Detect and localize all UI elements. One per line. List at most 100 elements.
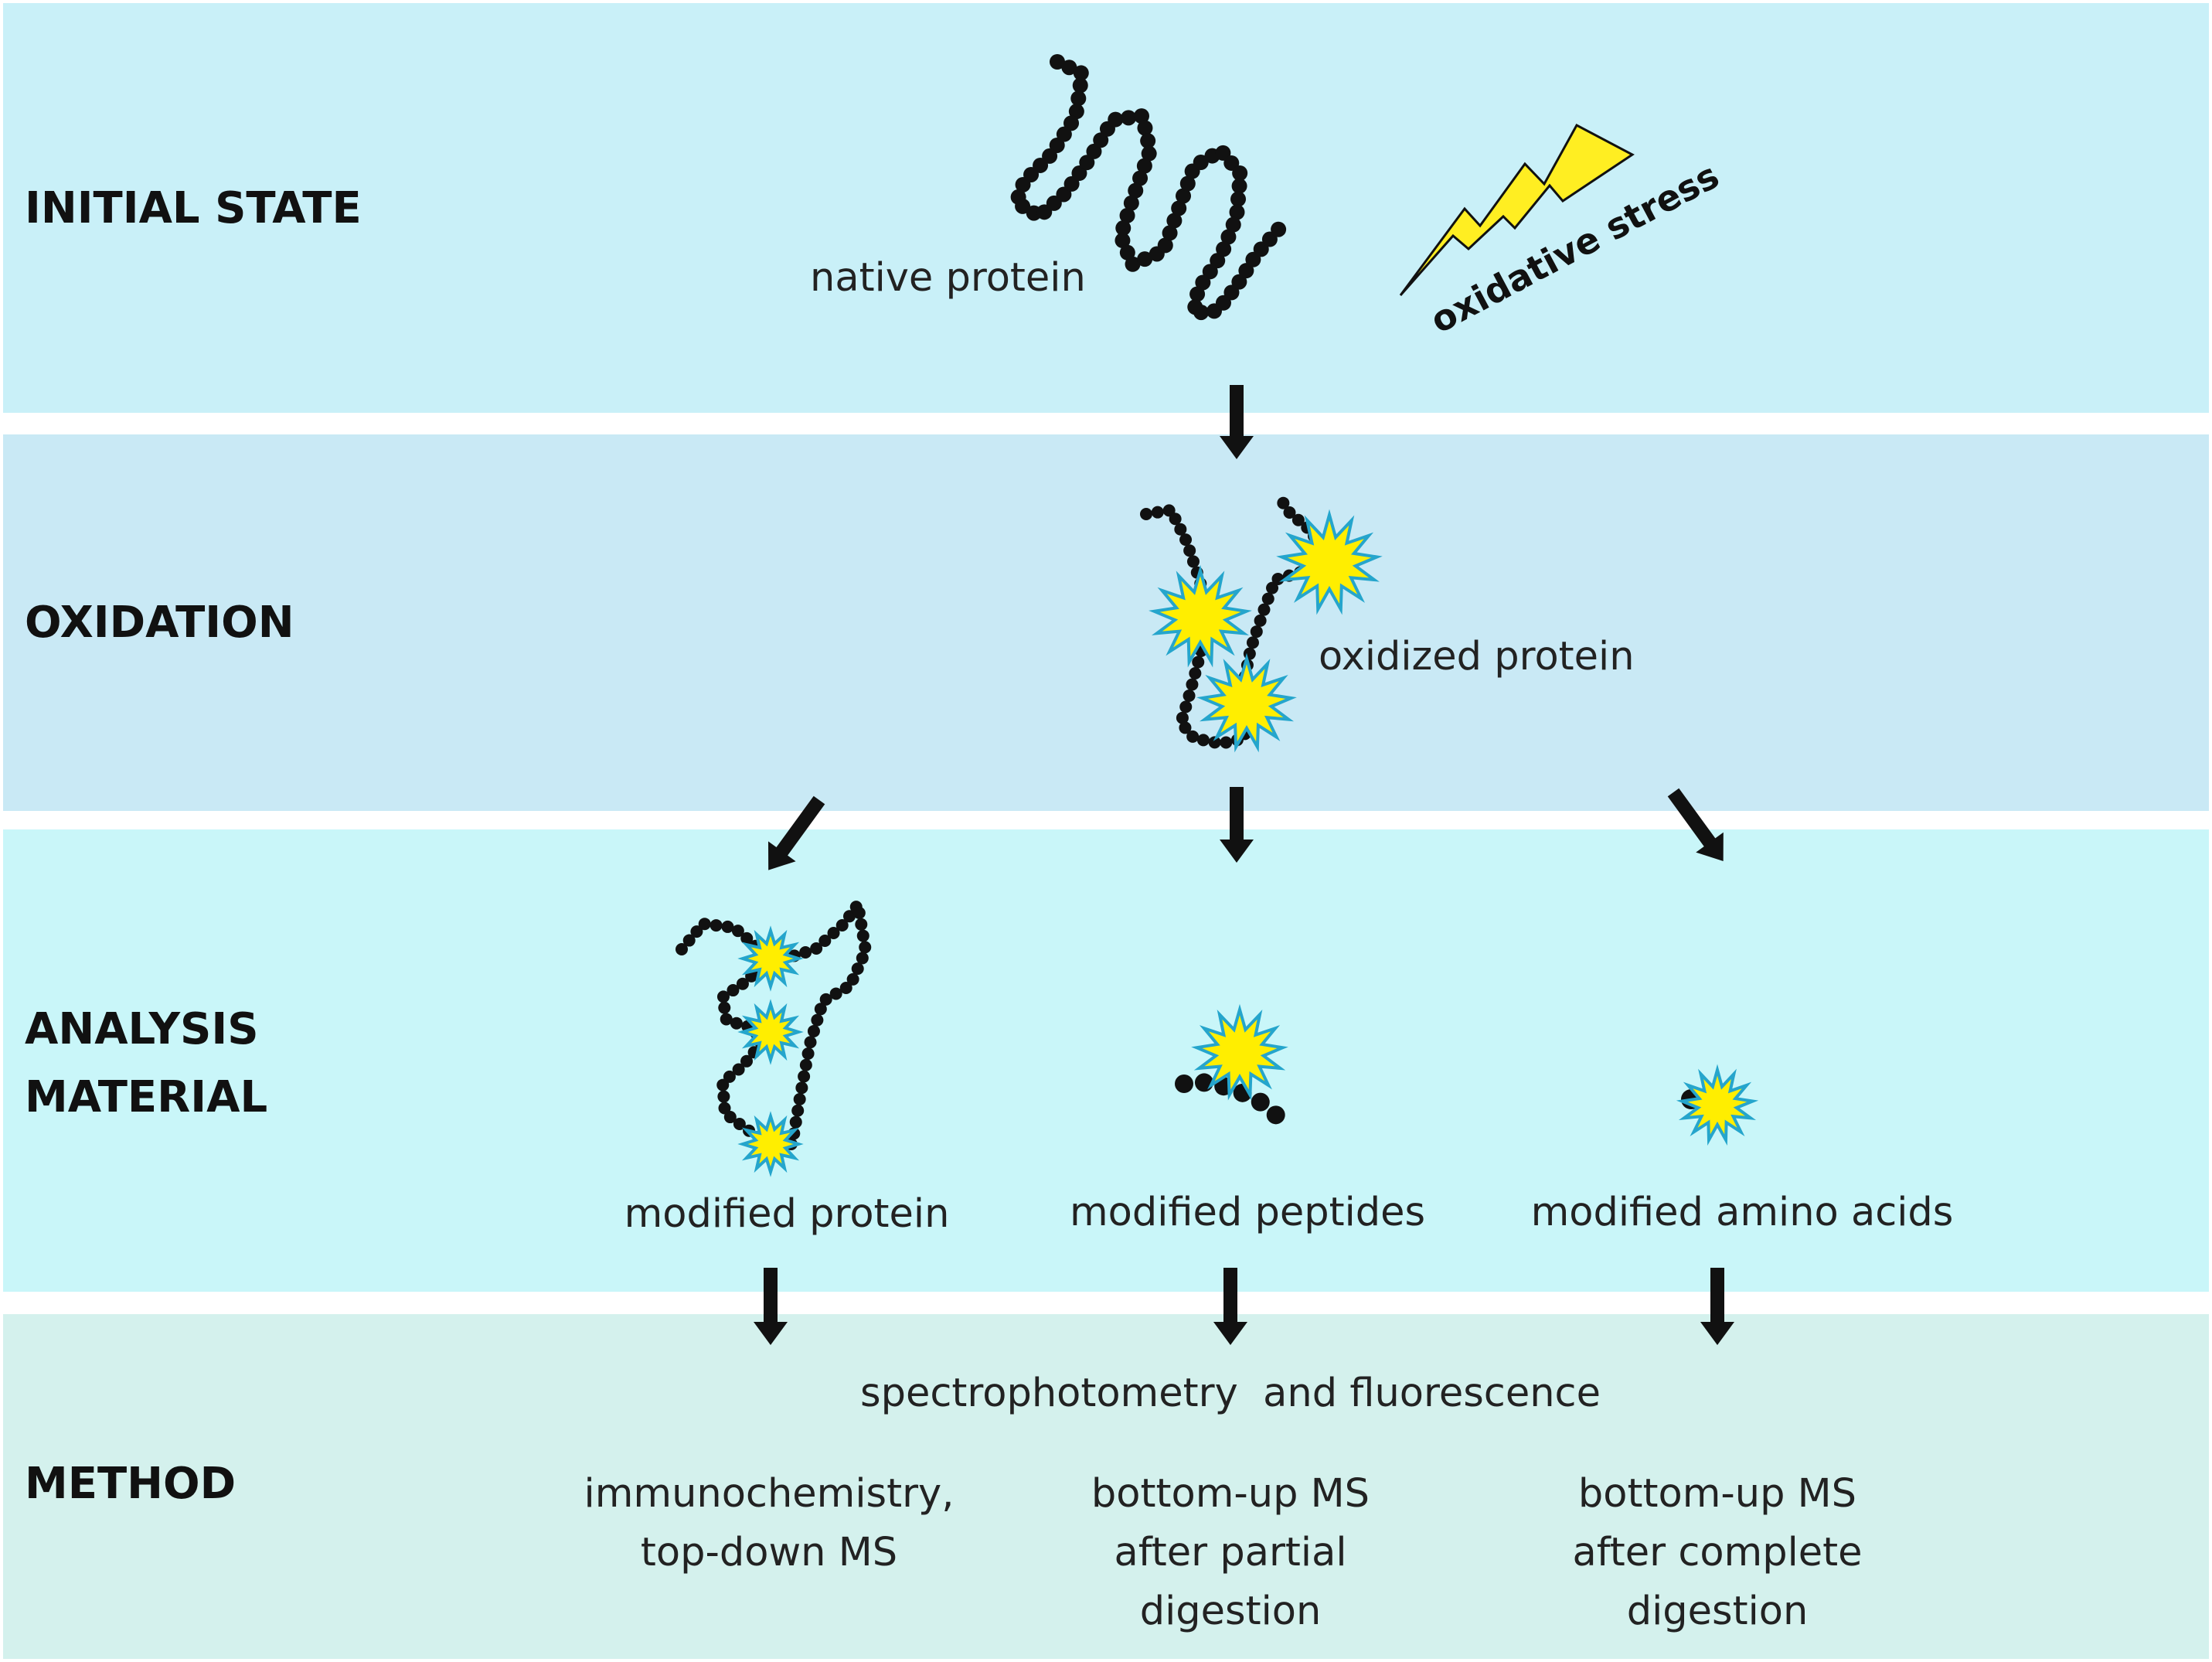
- bead: [1266, 1105, 1285, 1125]
- bead: [1121, 110, 1137, 126]
- bead: [827, 927, 840, 940]
- oxidation-spark-icon: [1196, 652, 1297, 753]
- bead: [1056, 186, 1072, 203]
- bead: [1169, 513, 1182, 526]
- method-partial-digestion: bottom-up MS after partial digestion: [999, 1465, 1462, 1641]
- method-left-line-1: immunochemistry,: [584, 1471, 955, 1517]
- bead: [789, 1115, 802, 1129]
- bead: [1123, 195, 1139, 211]
- bead: [1175, 1075, 1193, 1093]
- method-complete-digestion: bottom-up MS after complete digestion: [1485, 1465, 1949, 1641]
- bead: [1189, 286, 1206, 302]
- bead: [1132, 170, 1149, 186]
- bead: [1115, 233, 1131, 249]
- arrow-down-icon: [1700, 1268, 1734, 1345]
- bead: [807, 1024, 820, 1037]
- oxidation-spark-icon: [1149, 564, 1252, 668]
- bead: [690, 925, 703, 938]
- bead: [818, 934, 832, 947]
- bead: [1231, 178, 1247, 194]
- arrow-down-icon: [1220, 385, 1254, 459]
- modified-amino-acids-label: modified amino acids: [1530, 1190, 1954, 1235]
- spectrophotometry-label: spectrophotometry and fluorescence: [860, 1371, 1601, 1416]
- bead: [1128, 182, 1144, 199]
- bead: [1186, 730, 1200, 743]
- bead: [793, 1092, 806, 1105]
- method-immunochemistry: immunochemistry, top-down MS: [499, 1465, 1040, 1582]
- bead: [1137, 251, 1153, 267]
- bead: [698, 918, 711, 931]
- bead: [1056, 126, 1072, 142]
- bead: [723, 1111, 737, 1124]
- modified-protein-label: modified protein: [624, 1191, 950, 1237]
- bead: [1251, 1092, 1270, 1112]
- method-center-line-2: after partial: [1114, 1530, 1347, 1575]
- bead: [1115, 220, 1132, 237]
- bead: [1271, 572, 1285, 585]
- modification-spark-icon: [1191, 1003, 1288, 1101]
- bead: [1071, 165, 1087, 182]
- bead: [1015, 176, 1031, 192]
- bead: [1072, 77, 1088, 94]
- bead: [1179, 533, 1193, 547]
- bead: [710, 919, 723, 932]
- bead: [1202, 264, 1218, 280]
- bead: [1186, 555, 1200, 568]
- bead: [1183, 689, 1196, 702]
- bead: [1183, 544, 1196, 557]
- bead: [842, 910, 856, 923]
- bead: [1277, 496, 1290, 509]
- bead: [1210, 253, 1226, 269]
- bead: [801, 1047, 815, 1060]
- bead: [852, 906, 866, 919]
- modification-spark-icon: [737, 999, 804, 1065]
- bead: [1291, 513, 1305, 526]
- bead: [718, 1001, 731, 1014]
- bead: [1189, 667, 1202, 680]
- bead: [1119, 207, 1135, 223]
- bead: [1208, 736, 1221, 749]
- bead: [814, 1003, 827, 1016]
- lightning-bolt-icon: [1399, 123, 1635, 296]
- oxidized-protein-label: oxidized protein: [1319, 634, 1635, 679]
- bead: [676, 943, 688, 955]
- modified-peptides-label: modified peptides: [1069, 1190, 1426, 1235]
- bead: [1179, 721, 1192, 734]
- bead: [1231, 274, 1247, 290]
- bead: [1216, 241, 1232, 257]
- arrow-down-left-icon: [768, 795, 825, 870]
- bead: [1179, 700, 1193, 714]
- bead: [1176, 188, 1192, 204]
- bead: [1137, 120, 1153, 136]
- bead: [1246, 636, 1259, 649]
- bead: [1238, 263, 1254, 279]
- bead: [717, 1090, 730, 1103]
- bead: [1261, 592, 1274, 605]
- bead: [1086, 143, 1102, 159]
- band-method: [3, 1314, 2209, 1659]
- bead: [1230, 191, 1247, 207]
- bead: [727, 984, 740, 997]
- bead: [1125, 256, 1141, 272]
- arrow-down-right-icon: [1667, 788, 1724, 861]
- bead: [716, 990, 730, 1003]
- bead: [730, 1017, 743, 1030]
- bead: [1220, 736, 1233, 749]
- bead: [1196, 734, 1210, 747]
- bead: [1157, 237, 1173, 254]
- bead: [799, 1058, 812, 1071]
- bead: [819, 993, 832, 1006]
- bead: [1225, 216, 1241, 233]
- bead: [856, 929, 869, 942]
- arrow-down-icon: [754, 1268, 788, 1345]
- method-right-line-1: bottom-up MS: [1577, 1471, 1857, 1517]
- bead: [1220, 229, 1237, 245]
- bead: [1166, 213, 1183, 229]
- row-label-analysis-material: ANALYSIS MATERIAL: [25, 996, 267, 1132]
- bead: [1186, 678, 1199, 691]
- bead: [740, 1054, 754, 1068]
- row-label-initial-state: INITIAL STATE: [25, 183, 362, 233]
- row-label-oxidation: OXIDATION: [25, 598, 294, 648]
- bead: [1079, 155, 1095, 171]
- bead: [1068, 104, 1084, 120]
